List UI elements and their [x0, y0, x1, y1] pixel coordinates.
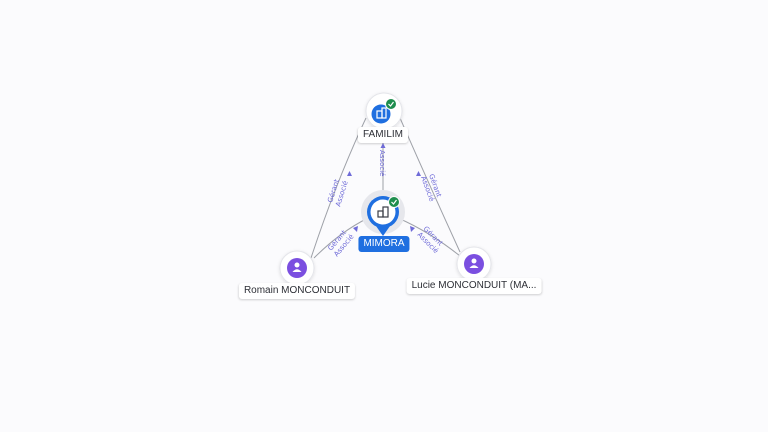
node-familim[interactable]: [365, 92, 403, 130]
node-label-familim[interactable]: FAMILIM: [357, 127, 409, 143]
check-badge-icon: [388, 196, 400, 208]
node-icon-bg: [287, 258, 307, 278]
node-label-lucie[interactable]: Lucie MONCONDUIT (MA...: [406, 278, 542, 294]
node-label-mimora[interactable]: MIMORA: [358, 236, 410, 252]
node-romain[interactable]: [279, 250, 315, 286]
building-icon: [376, 107, 387, 119]
check-badge-icon: [385, 98, 397, 110]
person-icon: [469, 258, 479, 268]
person-icon: [292, 262, 302, 272]
node-label-romain[interactable]: Romain MONCONDUIT: [238, 283, 356, 299]
node-lucie[interactable]: [456, 246, 492, 282]
node-icon-bg: [464, 254, 484, 274]
node-mimora[interactable]: [361, 190, 405, 236]
building-icon: [377, 206, 389, 218]
edge-label: Associé: [378, 150, 386, 176]
pin-tail: [376, 226, 390, 236]
